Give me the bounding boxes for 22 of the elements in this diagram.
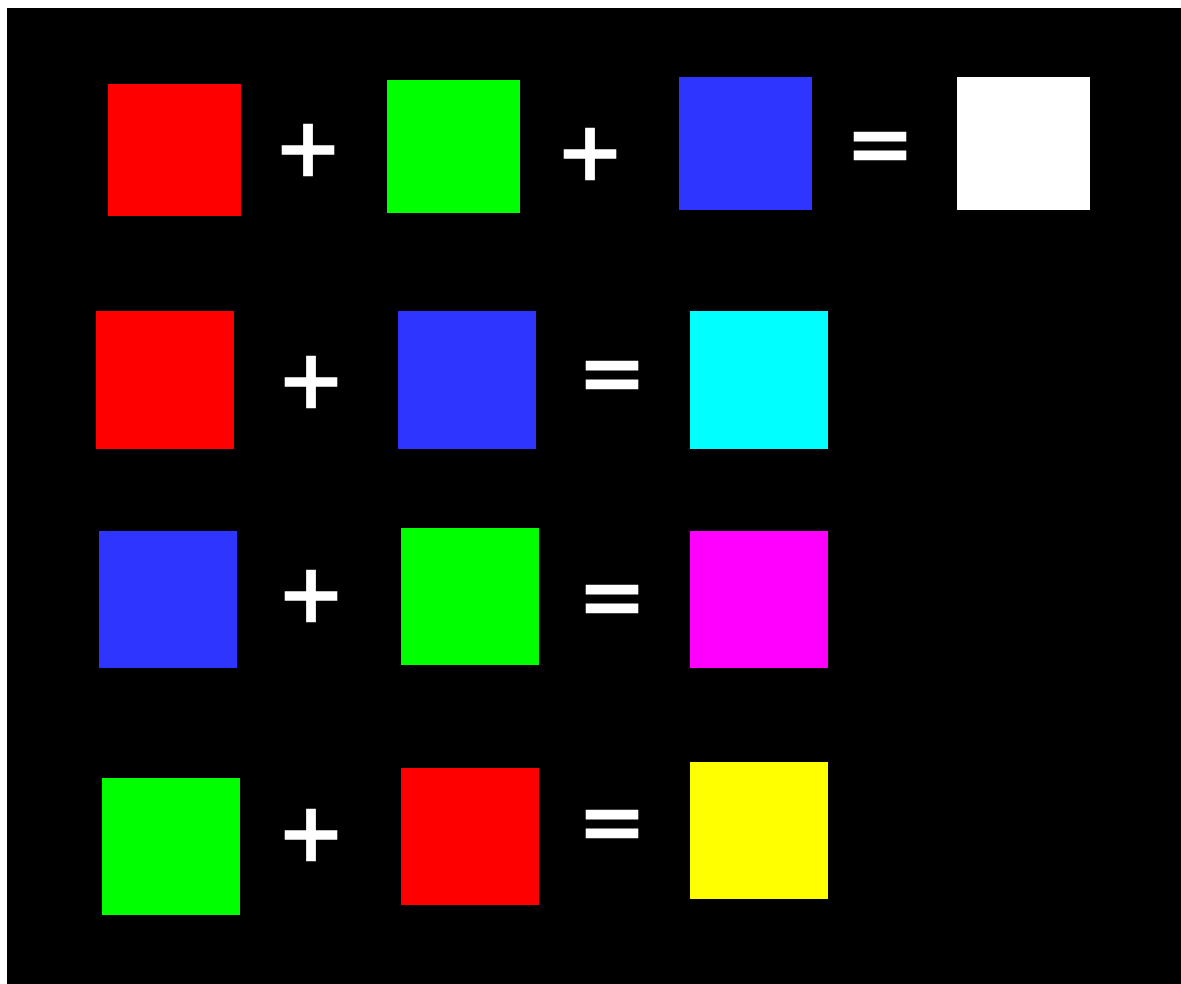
color-square [957, 77, 1090, 210]
color-square [387, 80, 520, 213]
operator-sign: + [284, 355, 338, 409]
color-square [102, 778, 240, 915]
color-square [401, 768, 539, 905]
color-square [108, 84, 241, 216]
color-square [99, 531, 237, 668]
operator-sign: + [284, 808, 338, 862]
color-square [690, 762, 828, 899]
color-square [690, 531, 828, 668]
operator-sign: + [281, 123, 335, 177]
color-square [690, 311, 828, 449]
color-square [398, 311, 536, 449]
color-square [401, 528, 539, 665]
operator-sign: = [585, 809, 639, 839]
color-square [96, 311, 234, 449]
operator-sign: + [563, 127, 617, 181]
operator-sign: + [284, 569, 338, 623]
operator-sign: = [585, 584, 639, 614]
operator-sign: = [853, 131, 907, 161]
color-square [679, 77, 812, 210]
operator-sign: = [585, 360, 639, 390]
